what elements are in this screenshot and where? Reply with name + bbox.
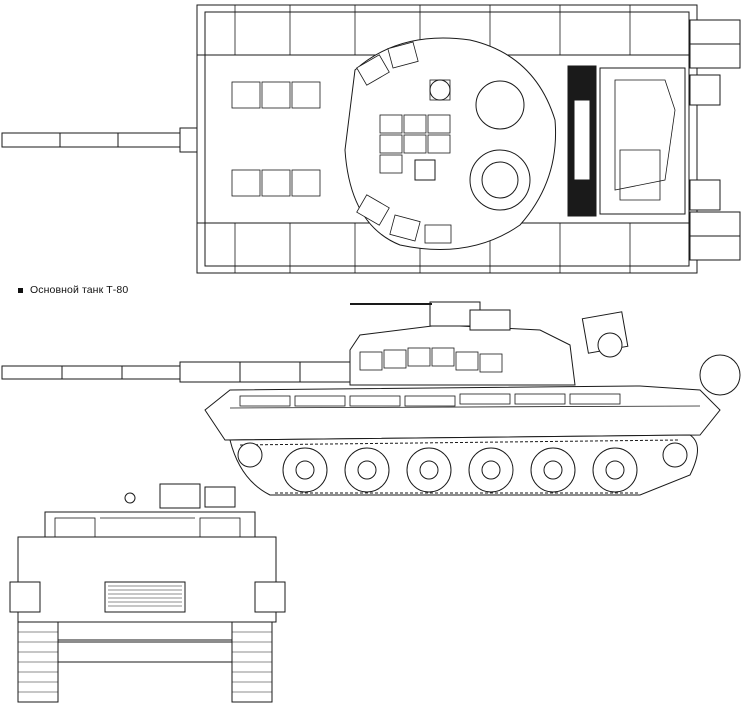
tank-top-view [0, 0, 743, 285]
front-tracks [17, 621, 273, 703]
side-road-wheels [237, 442, 688, 493]
front-hull [9, 536, 286, 663]
caption-bullet [18, 287, 23, 293]
top-engine-deck [567, 65, 686, 217]
figure-caption: Основной танк Т-80 [18, 284, 128, 296]
tank-front-view [0, 482, 290, 705]
top-turret [344, 37, 557, 250]
tank-side-view [0, 290, 743, 505]
caption-text: Основной танк Т-80 [30, 284, 129, 296]
top-view-drawing [1, 4, 741, 274]
side-gun-barrel [1, 361, 356, 383]
front-view-drawing [9, 483, 286, 703]
top-front-armor [231, 81, 321, 197]
side-hull [204, 385, 721, 441]
side-turret [349, 301, 741, 396]
side-view-drawing [1, 301, 741, 496]
